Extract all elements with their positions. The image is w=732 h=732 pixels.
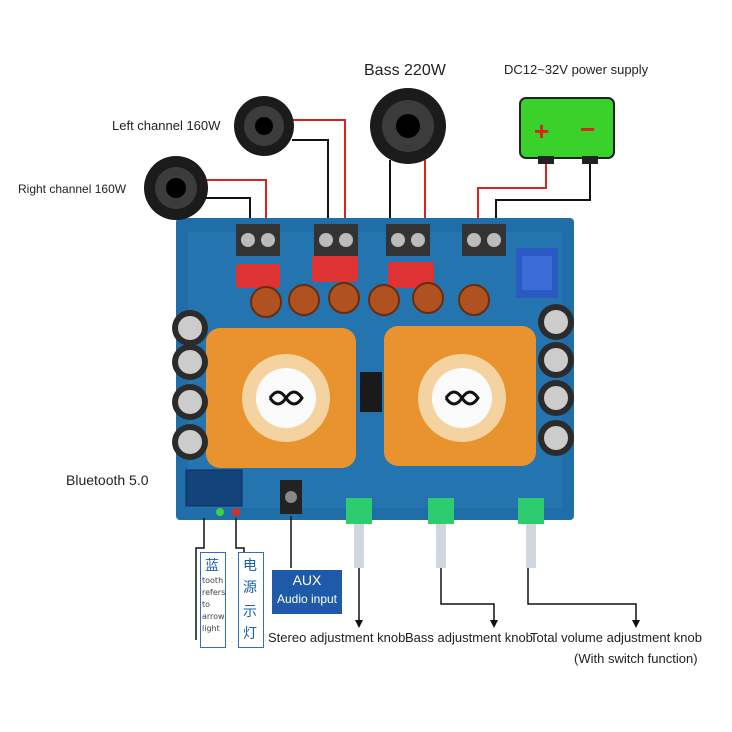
battery-icon: [519, 97, 615, 164]
speaker-icon-left: [234, 96, 294, 156]
label-bluetooth: Bluetooth 5.0: [66, 472, 149, 488]
battery-plus: +: [534, 116, 550, 146]
power-indicator-3: 示: [243, 604, 257, 620]
battery-minus: −: [580, 114, 596, 144]
dsp-chip: [360, 372, 382, 412]
bt-indicator-sub: tooth refers to arrow light: [202, 576, 226, 633]
speaker-icon-bass: [370, 88, 446, 164]
label-volume-knob: Total volume adjustment knob: [530, 630, 702, 645]
label-power: DC12~32V power supply: [504, 62, 649, 77]
label-volume-sub: (With switch function): [574, 651, 698, 666]
bt-indicator-box: 蓝 tooth refers to arrow light: [200, 552, 226, 648]
power-indicator-2: 源: [243, 580, 257, 596]
aux-title: AUX: [292, 572, 322, 588]
terminal-blocks: [236, 224, 506, 256]
aux-subtitle: Audio input: [276, 592, 338, 606]
power-indicator-box: 电 源 示 灯: [238, 552, 264, 648]
speaker-icon-right: [144, 156, 208, 220]
power-indicator-1: 电: [243, 558, 257, 574]
heatsink-left: [206, 328, 356, 468]
heatsink-right: [384, 326, 536, 466]
inductors: [250, 282, 490, 318]
power-indicator-4: 灯: [243, 626, 257, 642]
bluetooth-module: [185, 469, 243, 507]
arrow-down-icons: [355, 620, 640, 628]
label-left-channel: Left channel 160W: [112, 118, 221, 133]
power-led: [232, 508, 240, 516]
wires: [202, 119, 591, 226]
label-bass-knob: Bass adjustment knob: [405, 630, 533, 645]
bt-led: [216, 508, 224, 516]
knobs: [346, 498, 544, 568]
bt-indicator-char: 蓝: [205, 558, 219, 574]
label-bass: Bass 220W: [364, 62, 446, 79]
electrolytic-capacitors: [172, 304, 574, 460]
label-stereo-knob: Stereo adjustment knob: [268, 630, 406, 645]
label-right-channel: Right channel 160W: [18, 182, 127, 196]
film-capacitors: [236, 256, 434, 288]
aux-label-box: AUX Audio input: [272, 570, 342, 614]
